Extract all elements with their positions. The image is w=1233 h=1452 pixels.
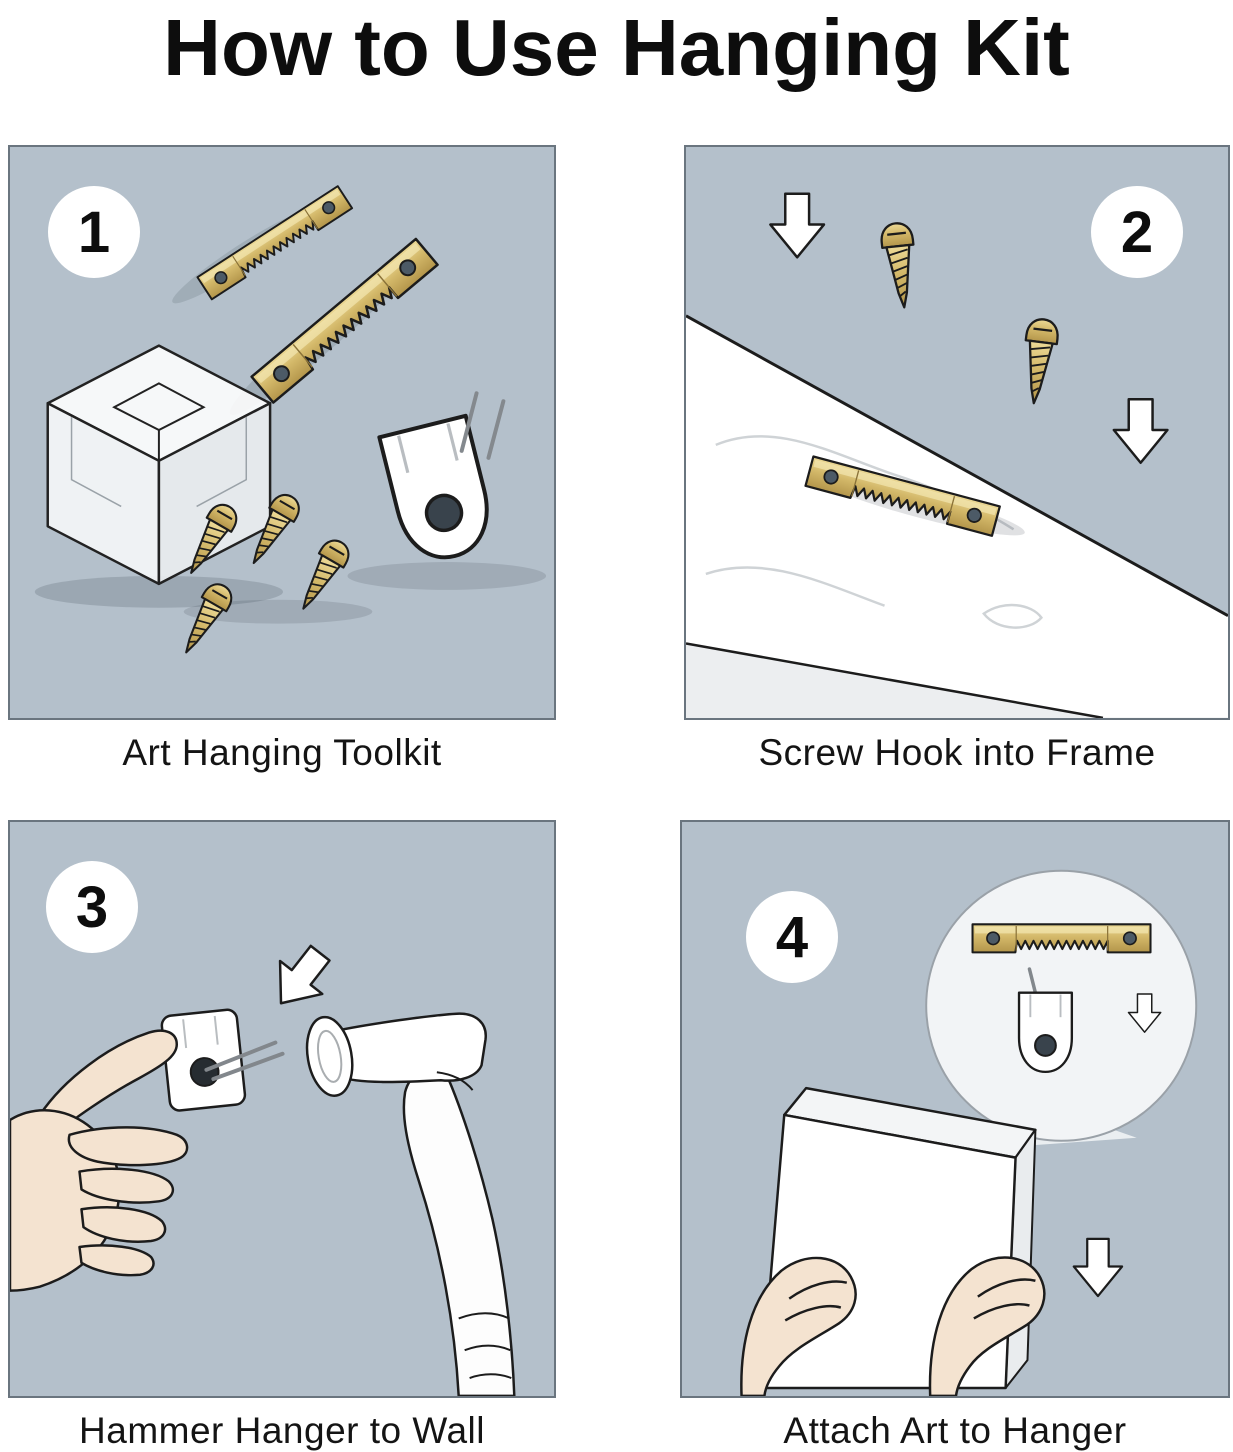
step-3-illustration-area: 3 [8, 820, 556, 1398]
hand-illustration [740, 1256, 857, 1396]
step-2-illustration-area: 2 [684, 145, 1230, 720]
hand-illustration [10, 1029, 189, 1292]
hook-nail [1027, 967, 1038, 995]
step-panel-3: 3 Hammer Hanger to Wall [8, 820, 556, 1452]
sawtooth-hanger [971, 923, 1152, 954]
step-number: 4 [775, 904, 809, 970]
step-caption: Hammer Hanger to Wall [79, 1410, 485, 1451]
step-caption: Screw Hook into Frame [758, 732, 1156, 773]
wall-hook [377, 391, 506, 569]
step-number: 3 [75, 874, 109, 940]
page-title: How to Use Hanging Kit [163, 3, 1070, 92]
step-number-badge: 4 [746, 891, 838, 983]
step-number-badge: 2 [1091, 186, 1183, 278]
step-number: 1 [77, 199, 111, 265]
hand-illustration [928, 1256, 1046, 1396]
down-arrow-icon [1112, 398, 1169, 465]
step-panel-2: 2 Screw Hook into Frame [684, 145, 1230, 774]
attach-art-illustration [740, 869, 1198, 1396]
step-number-badge: 1 [48, 186, 140, 278]
down-arrow-icon [769, 192, 826, 259]
screw-into-frame-illustration [686, 192, 1228, 718]
step-panel-1: 1 Art Hanging Toolkit [8, 145, 556, 774]
step-caption: Art Hanging Toolkit [122, 732, 442, 773]
shadow [347, 562, 547, 590]
step-panel-4: 4 Attach Art to Hanger [680, 820, 1230, 1452]
hammer-illustration [305, 1012, 516, 1396]
screw-icon [878, 220, 921, 311]
wall-hook [1017, 991, 1074, 1074]
step-4-illustration-area: 4 [680, 820, 1230, 1398]
hammer-hanger-illustration [10, 935, 516, 1396]
step-number-badge: 3 [46, 861, 138, 953]
down-arrow-icon [258, 935, 343, 1021]
step-1-illustration-area: 1 [8, 145, 556, 720]
sawtooth-hanger [250, 237, 439, 404]
screw-icon [1017, 316, 1061, 407]
sawtooth-hanger [196, 185, 354, 301]
storage-box [46, 344, 272, 586]
step-number: 2 [1120, 199, 1154, 265]
shadow [183, 599, 373, 624]
wall-hanger [160, 1008, 285, 1112]
step-caption: Attach Art to Hanger [783, 1410, 1127, 1451]
down-arrow-icon [1072, 1237, 1124, 1298]
toolkit-illustration [34, 185, 547, 661]
